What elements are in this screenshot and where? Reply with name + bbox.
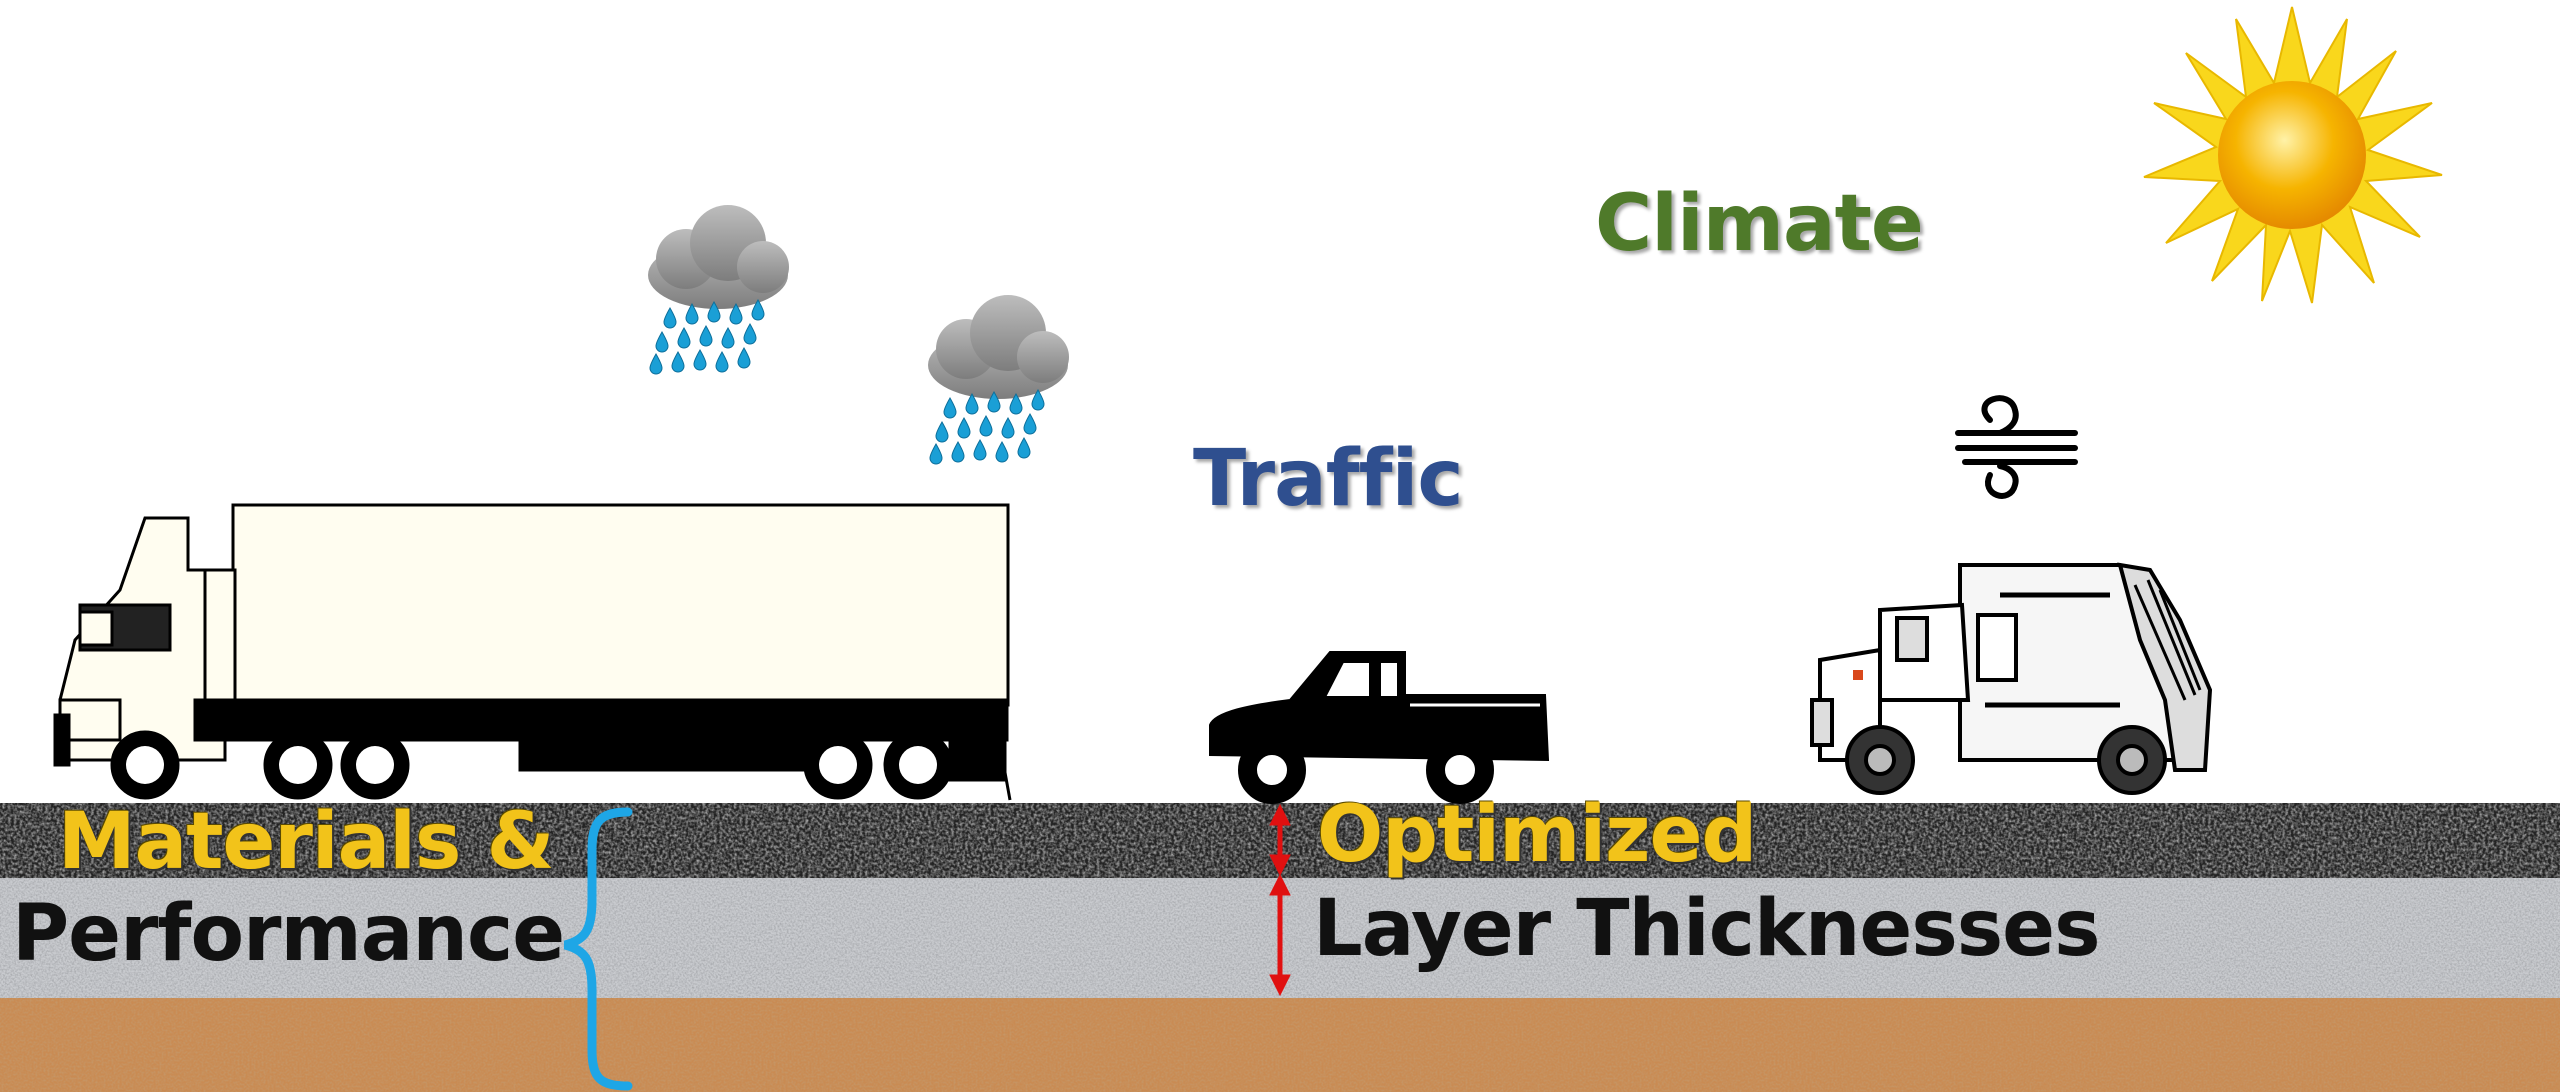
sun-icon [2143,6,2443,304]
materials-label: Materials & [58,797,555,887]
garbage-truck-icon [1810,562,2213,795]
climate-label: Climate [1595,179,1924,269]
performance-label: Performance [12,889,565,979]
optimized-label: Optimized [1317,790,1757,880]
wind-icon [1955,395,2078,499]
semi-truck-icon [53,503,1012,801]
double-arrow-icon [1269,873,1291,997]
subgrade-layer [0,998,2560,1092]
curly-brace-icon [563,807,633,1091]
rain-cloud-icon [928,295,1069,464]
double-arrow-icon [1269,803,1291,877]
traffic-label: Traffic [1193,434,1464,524]
pickup-truck-icon [1209,651,1550,804]
layer-thicknesses-label: Layer Thicknesses [1313,884,2100,974]
rain-cloud-icon [648,205,789,374]
